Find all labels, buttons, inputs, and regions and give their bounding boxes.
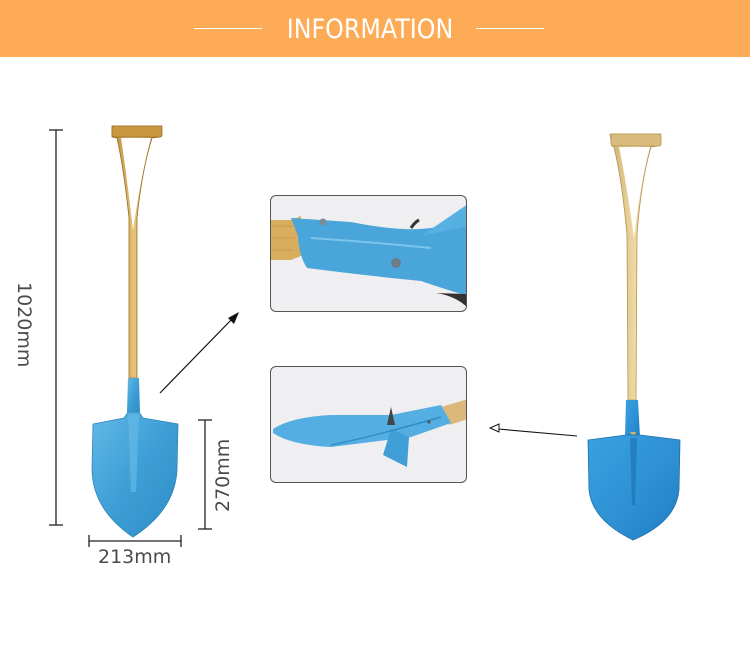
total-height-label: 1020mm [13,282,35,368]
header-banner: INFORMATION [0,0,750,57]
blade-height-dimension-line [198,419,212,530]
arrow-to-blade-detail [488,423,578,437]
detail-image-socket [270,195,467,312]
blade-height-label: 270mm [212,438,234,512]
banner-divider-right [476,28,544,29]
page-title: INFORMATION [286,14,454,45]
blade-width-label: 213mm [98,546,172,568]
height-dimension-line [49,129,63,526]
blade-width-dimension-line [88,535,182,547]
blade-side-illustration [273,399,466,467]
socket-closeup-illustration [271,205,466,307]
arrow-to-socket-detail [159,312,239,394]
main-shovel [91,125,179,538]
detail-image-blade [270,366,467,483]
secondary-shovel [587,133,681,541]
banner-divider-left [194,28,262,29]
